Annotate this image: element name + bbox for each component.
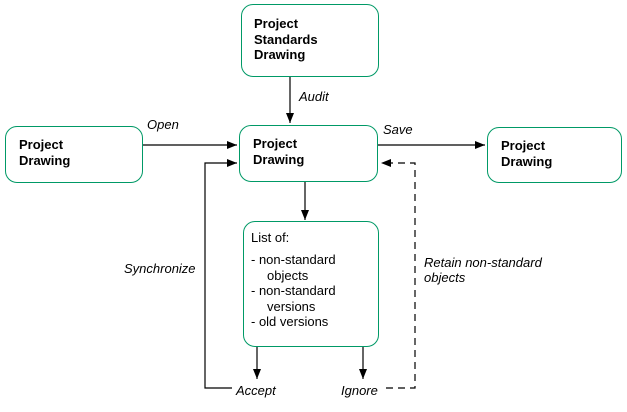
list-item: - non-standard (251, 252, 336, 267)
project-drawing-source-box: Project Drawing (5, 126, 143, 183)
project-drawing-working-box: Project Drawing (239, 125, 378, 182)
audit-label: Audit (299, 89, 329, 104)
ignore-label: Ignore (341, 383, 378, 398)
retain-nonstandard-objects-label: Retain non-standard objects (424, 255, 542, 285)
open-label: Open (147, 117, 179, 132)
retain-connector (381, 159, 416, 389)
list-item-continuation: versions (267, 298, 316, 314)
list-item: - non-standard (251, 283, 336, 298)
save-label: Save (383, 122, 413, 137)
project-drawing-saved-box: Project Drawing (487, 127, 622, 183)
synchronize-connector (204, 159, 237, 389)
list-item-continuation: objects (267, 267, 309, 283)
nonstandard-objects-list-box: List of: - non-standard objects - non-st… (243, 221, 379, 347)
list-item: - old versions (251, 314, 329, 329)
accept-label: Accept (236, 383, 276, 398)
project-standards-drawing-box: Project Standards Drawing (241, 4, 379, 77)
list-box-title: List of: (251, 230, 290, 245)
synchronize-label: Synchronize (124, 261, 196, 276)
